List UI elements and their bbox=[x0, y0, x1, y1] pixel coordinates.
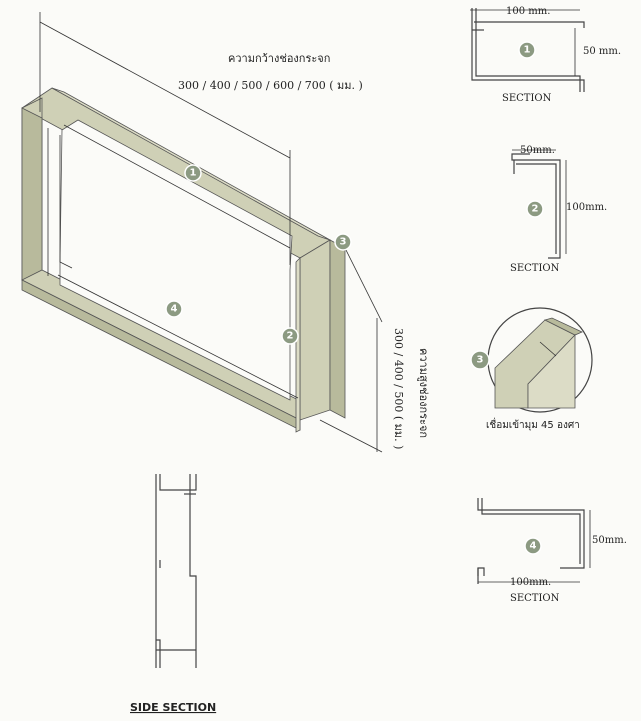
badge-1-main: 1 bbox=[184, 164, 202, 182]
section-4-bottom-dim: 100mm. bbox=[510, 577, 551, 588]
section-4: 4 bbox=[477, 498, 591, 584]
section-2: 2 bbox=[511, 149, 567, 259]
height-dimension bbox=[319, 247, 383, 453]
height-values: 300 / 400 / 500 ( มม. ) bbox=[392, 328, 405, 449]
section-4-caption: SECTION bbox=[510, 593, 560, 604]
section-1-side-dim: 50 mm. bbox=[583, 46, 621, 57]
svg-text:3: 3 bbox=[340, 237, 347, 248]
section-3-caption: เชื่อมเข้ามุม 45 องศา bbox=[486, 417, 580, 431]
svg-text:2: 2 bbox=[287, 331, 294, 342]
section-1: 1 bbox=[470, 8, 585, 92]
badge-4-main: 4 bbox=[165, 300, 183, 318]
svg-text:1: 1 bbox=[190, 168, 197, 179]
section-2-top-dim: 50mm. bbox=[520, 145, 555, 156]
badge-3-main: 3 bbox=[334, 233, 352, 251]
side-section-drawing bbox=[155, 474, 197, 668]
svg-text:2: 2 bbox=[532, 204, 539, 215]
section-3-corner-detail: 3 bbox=[470, 307, 593, 413]
svg-text:4: 4 bbox=[530, 541, 537, 552]
section-2-caption: SECTION bbox=[510, 263, 560, 274]
section-2-side-dim: 100mm. bbox=[566, 202, 607, 213]
section-1-caption: SECTION bbox=[502, 93, 552, 104]
width-values: 300 / 400 / 500 / 600 / 700 ( มม. ) bbox=[178, 79, 363, 92]
frame-right-bar bbox=[299, 239, 331, 421]
width-label: ความกว้างช่องกระจก bbox=[228, 52, 330, 65]
svg-text:1: 1 bbox=[524, 45, 531, 56]
section-4-side-dim: 50mm. bbox=[592, 535, 627, 546]
section-1-top-dim: 100 mm. bbox=[506, 6, 550, 17]
svg-text:3: 3 bbox=[477, 355, 484, 366]
side-section-caption: SIDE SECTION bbox=[130, 701, 216, 714]
svg-text:4: 4 bbox=[171, 304, 178, 315]
badge-2-main: 2 bbox=[281, 327, 299, 345]
window-frame-3d bbox=[21, 87, 346, 433]
width-dimension bbox=[39, 12, 291, 265]
height-label: ความสูงช่องกระจก bbox=[417, 348, 430, 438]
